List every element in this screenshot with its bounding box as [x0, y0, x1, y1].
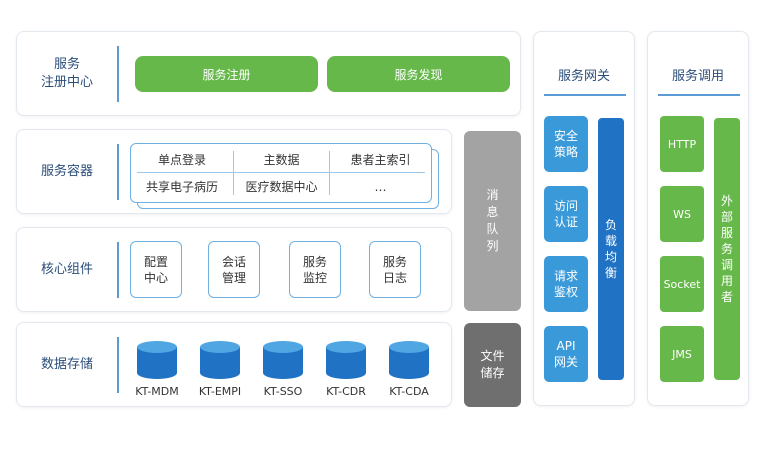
- load-balancer-bar: 负 载 均 衡: [598, 118, 624, 380]
- registry-panel: 服务 注册中心 服务注册 服务发现: [16, 31, 521, 116]
- jms-box: JMS: [660, 326, 704, 382]
- storage-label: 数据存储: [40, 356, 93, 372]
- security-policy-box: 安全 策略: [544, 116, 588, 172]
- service-discover-button[interactable]: 服务发现: [327, 56, 510, 92]
- invoke-panel: 服务调用 HTTP WS Socket JMS 外 部 服 务 调 用 者: [647, 31, 749, 406]
- database-cylinder-icon: [135, 340, 179, 384]
- core-label: 核心组件: [40, 261, 93, 277]
- http-box: HTTP: [660, 116, 704, 172]
- database-cylinder-icon: [261, 340, 305, 384]
- service-log-box: 服务 日志: [369, 241, 421, 298]
- core-divider: [117, 242, 119, 298]
- database-label: KT-SSO: [263, 385, 303, 398]
- request-authz-box: 请求 鉴权: [544, 256, 588, 312]
- access-auth-box: 访问 认证: [544, 186, 588, 242]
- registry-label: 服务 注册中心: [40, 56, 93, 90]
- database-label: KT-CDA: [389, 385, 429, 398]
- gateway-title: 服务网关: [557, 69, 610, 84]
- registry-divider: [117, 46, 119, 102]
- database-cylinder-icon: [387, 340, 431, 384]
- storage-divider: [117, 337, 119, 393]
- cell-master-data: 主数据: [263, 152, 300, 167]
- invoke-title-underline: [658, 94, 740, 96]
- cell-sso: 单点登录: [157, 152, 206, 167]
- config-center-box: 配置 中心: [130, 241, 182, 298]
- gateway-title-underline: [544, 94, 626, 96]
- ws-box: WS: [660, 186, 704, 242]
- socket-box: Socket: [660, 256, 704, 312]
- database-cylinder-icon: [198, 340, 242, 384]
- container-label: 服务容器: [40, 163, 93, 179]
- cell-medical-data-center: 医疗数据中心: [245, 180, 318, 194]
- api-gateway-box: API 网关: [544, 326, 588, 382]
- cell-shared-emr: 共享电子病历: [145, 180, 218, 194]
- service-monitor-box: 服务 监控: [289, 241, 341, 298]
- database-label: KT-CDR: [326, 385, 366, 398]
- database-label: KT-EMPI: [198, 385, 242, 398]
- message-queue: 消 息 队 列: [464, 131, 521, 311]
- container-card: 单点登录 主数据 患者主索引 共享电子病历 医疗数据中心 …: [130, 143, 432, 203]
- container-panel: 服务容器 单点登录 主数据 患者主索引 共享电子病历 医疗数据中心 …: [16, 129, 452, 214]
- session-mgmt-box: 会话 管理: [208, 241, 260, 298]
- service-register-button[interactable]: 服务注册: [135, 56, 318, 92]
- core-panel: 核心组件 配置 中心 会话 管理 服务 监控 服务 日志: [16, 227, 452, 312]
- gateway-panel: 服务网关 安全 策略 访问 认证 请求 鉴权 API 网关 负 载 均 衡: [533, 31, 635, 406]
- storage-panel: 数据存储 KT-MDM KT-EMPI KT-SSO KT-CDR KT-CDA: [16, 322, 452, 407]
- container-divider: [117, 144, 119, 200]
- database-cylinder-icon: [324, 340, 368, 384]
- cell-more: …: [374, 179, 387, 194]
- file-storage: 文件 储存: [464, 323, 521, 407]
- cell-empi: 患者主索引: [350, 152, 411, 167]
- external-caller-bar: 外 部 服 务 调 用 者: [714, 118, 740, 380]
- invoke-title: 服务调用: [671, 69, 724, 84]
- database-label: KT-MDM: [135, 385, 179, 398]
